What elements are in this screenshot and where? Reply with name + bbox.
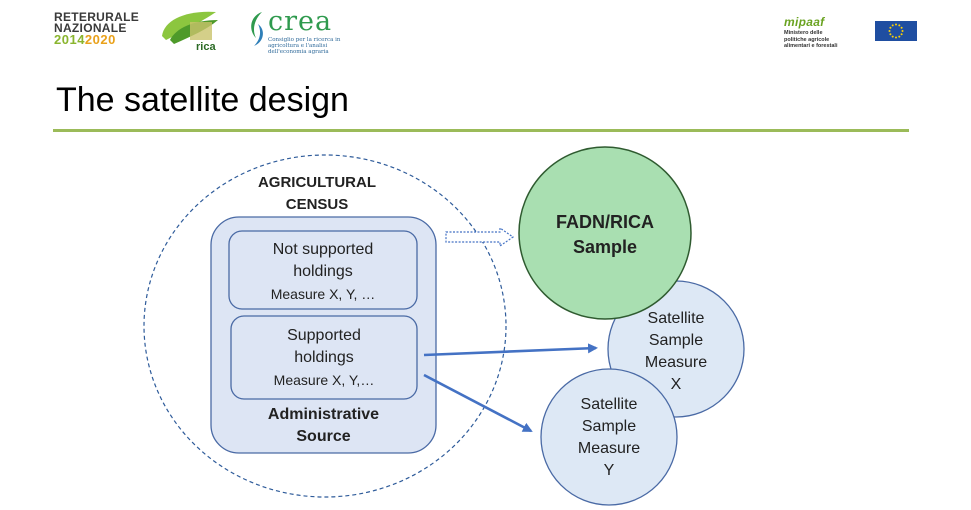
- rete-rurale-logo: RETERURALE NAZIONALE 20142020: [54, 10, 146, 48]
- satellite-x-line: Satellite: [647, 310, 705, 327]
- admin-label-line: Administrative: [267, 406, 380, 423]
- supported-holdings-label: Supported holdings Measure X, Y,…: [231, 325, 417, 391]
- satellite-y-line: Sample: [581, 418, 637, 435]
- supported-line: Supported: [287, 327, 361, 344]
- supported-line: holdings: [294, 349, 354, 366]
- rica-book-shape: [190, 22, 212, 40]
- census-label-line: CENSUS: [285, 196, 349, 213]
- rrn-logo-line2: NAZIONALE: [54, 21, 127, 35]
- census-to-fadn-arrow: [445, 226, 515, 248]
- supported-measure: Measure X, Y,…: [273, 372, 375, 388]
- rrn-year-start: 2014: [54, 32, 85, 47]
- satellite-x-line: Sample: [648, 332, 704, 349]
- satellite-x-line: X: [670, 376, 682, 393]
- crea-logo: crea Consiglio per la ricerca in agricol…: [246, 6, 346, 55]
- supported-holdings-box: [230, 315, 418, 400]
- title-divider: [53, 129, 909, 132]
- mipaaf-subtitle-line: alimentari e forestali: [784, 43, 838, 49]
- satellite-y-line: Measure: [577, 440, 641, 457]
- mipaaf-logo-word: mipaaf: [784, 15, 825, 29]
- satellite-sample-y-circle: [540, 368, 678, 506]
- not-supported-line: Not supported: [272, 241, 374, 258]
- census-dashed-circle: [143, 154, 507, 498]
- agricultural-census-label: AGRICULTURAL CENSUS: [232, 172, 402, 216]
- page-title: The satellite design: [56, 81, 349, 119]
- satellite-y-line: Y: [603, 462, 615, 479]
- crea-logo-word: crea: [268, 6, 333, 37]
- fadn-rica-label: FADN/RICA Sample: [530, 210, 680, 260]
- eu-flag-icon: [875, 21, 917, 41]
- admin-label-line: Source: [296, 428, 351, 445]
- census-label-line: AGRICULTURAL: [257, 174, 377, 191]
- mipaaf-subtitle-line: Ministero delle: [784, 30, 823, 36]
- not-supported-line: holdings: [293, 263, 353, 280]
- satellite-sample-y-label: Satellite Sample Measure Y: [549, 394, 669, 482]
- rrn-year-end: 2020: [84, 32, 116, 47]
- fadn-label-line: FADN/RICA: [556, 212, 654, 232]
- mipaaf-logo-subtitle: Ministero delle politiche agricole alime…: [784, 30, 859, 50]
- not-supported-holdings-box: [228, 230, 418, 310]
- satellite-x-line: Measure: [644, 354, 708, 371]
- satellite-sample-x-label: Satellite Sample Measure X: [616, 308, 736, 396]
- supported-to-satellite-x-arrow: [423, 343, 598, 357]
- mipaaf-subtitle-line: politiche agricole: [784, 36, 830, 43]
- not-supported-holdings-label: Not supported holdings Measure X, Y, …: [229, 239, 417, 305]
- crea-logo-subtitle: Consiglio per la ricerca in agricoltura …: [268, 37, 341, 55]
- mipaaf-logo: mipaaf Ministero delle politiche agricol…: [784, 15, 856, 55]
- crea-swirl-icon: [251, 12, 263, 46]
- fadn-label-line: Sample: [572, 237, 638, 257]
- not-supported-measure: Measure X, Y, …: [270, 286, 376, 302]
- administrative-source-label: Administrative Source: [211, 404, 436, 448]
- rica-logo: rica: [162, 11, 218, 52]
- fadn-rica-sample-circle: [518, 146, 692, 320]
- rica-logo-text: rica: [196, 41, 216, 52]
- rrn-logo-line1: RETERURALE: [54, 10, 140, 24]
- supported-to-satellite-y-arrow: [423, 373, 533, 433]
- rrn-logo-years: 20142020: [54, 32, 146, 47]
- satellite-y-line: Satellite: [580, 396, 638, 413]
